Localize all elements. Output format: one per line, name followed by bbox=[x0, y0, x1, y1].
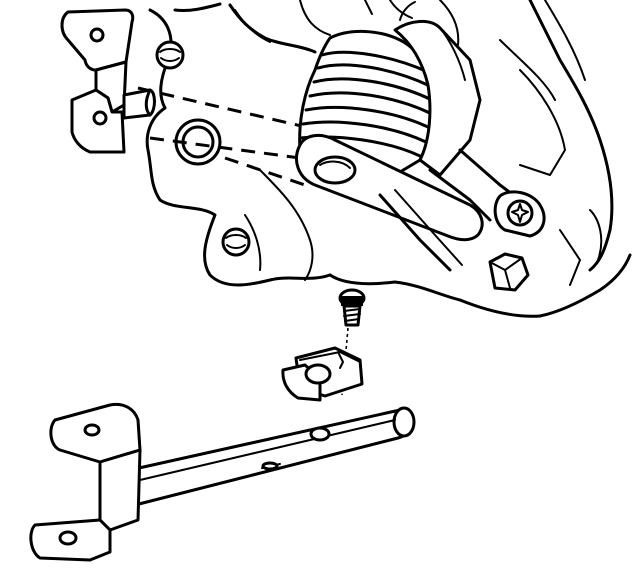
retaining-clip bbox=[281, 346, 364, 402]
torx-bolt bbox=[493, 190, 546, 238]
transmission-housing bbox=[145, 0, 632, 318]
hex-bolt bbox=[488, 252, 530, 292]
retaining-screw bbox=[338, 288, 366, 327]
alignment-lines bbox=[137, 86, 311, 187]
shift-lever-boot bbox=[295, 0, 566, 272]
shift-rod-assembly bbox=[29, 402, 416, 562]
housing-bolt-hole-3 bbox=[221, 227, 251, 257]
housing-bolt-hole-1 bbox=[155, 40, 185, 70]
upper-mounting-bracket bbox=[60, 8, 156, 154]
